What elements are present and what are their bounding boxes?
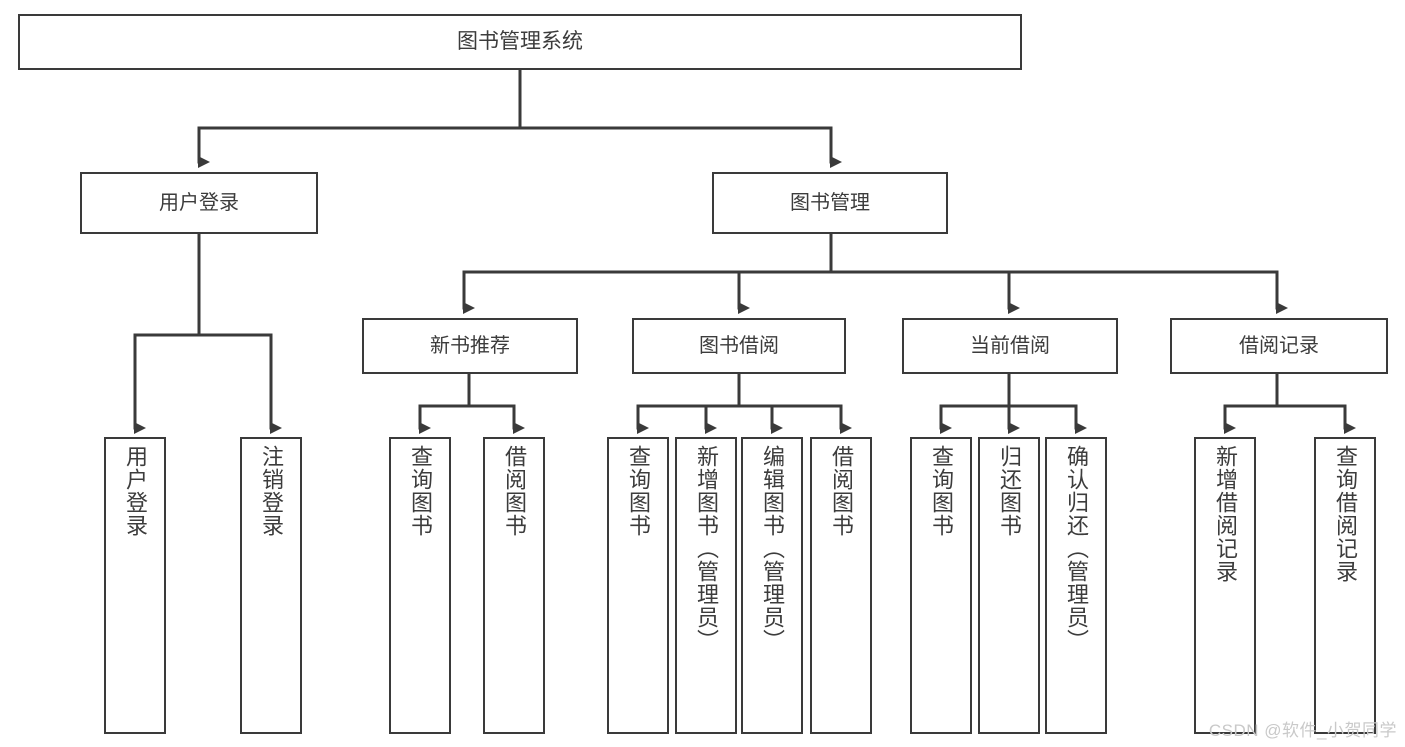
node-leaf-user-login[interactable]: 用户登录 (104, 437, 166, 734)
node-leaf-edit-book-label: 编辑图书（管理员） (760, 445, 785, 652)
node-leaf-query-book-rec-label: 查询图书 (408, 445, 433, 537)
node-current-borrow-label: 当前借阅 (970, 334, 1050, 357)
node-leaf-query-book-rec[interactable]: 查询图书 (389, 437, 451, 734)
node-leaf-borrow-book-rec[interactable]: 借阅图书 (483, 437, 545, 734)
node-leaf-add-borrow-record[interactable]: 新增借阅记录 (1194, 437, 1256, 734)
node-leaf-borrow-book-rec-label: 借阅图书 (502, 445, 527, 537)
node-current-borrow[interactable]: 当前借阅 (902, 318, 1118, 374)
node-leaf-confirm-return[interactable]: 确认归还（管理员） (1045, 437, 1107, 734)
node-leaf-confirm-return-label: 确认归还（管理员） (1064, 445, 1089, 652)
node-book-borrow-label: 图书借阅 (699, 334, 779, 357)
node-leaf-return-book[interactable]: 归还图书 (978, 437, 1040, 734)
node-root[interactable]: 图书管理系统 (18, 14, 1022, 70)
node-leaf-logout-label: 注销登录 (259, 445, 284, 537)
node-leaf-return-book-label: 归还图书 (997, 445, 1022, 537)
node-root-label: 图书管理系统 (457, 30, 583, 54)
node-borrow-record[interactable]: 借阅记录 (1170, 318, 1388, 374)
node-new-book-recommend-label: 新书推荐 (430, 334, 510, 357)
node-user-login-label: 用户登录 (159, 191, 239, 214)
node-leaf-query-book-borrow-label: 查询图书 (626, 445, 651, 537)
node-leaf-query-book-current[interactable]: 查询图书 (910, 437, 972, 734)
node-book-borrow[interactable]: 图书借阅 (632, 318, 846, 374)
node-leaf-add-borrow-record-label: 新增借阅记录 (1213, 445, 1238, 583)
node-leaf-add-book-label: 新增图书（管理员） (694, 445, 719, 652)
node-leaf-query-book-current-label: 查询图书 (929, 445, 954, 537)
node-leaf-add-book[interactable]: 新增图书（管理员） (675, 437, 737, 734)
node-leaf-borrow-book[interactable]: 借阅图书 (810, 437, 872, 734)
node-leaf-logout[interactable]: 注销登录 (240, 437, 302, 734)
node-borrow-record-label: 借阅记录 (1239, 334, 1319, 357)
node-leaf-query-borrow-record-label: 查询借阅记录 (1333, 445, 1358, 583)
node-leaf-query-book-borrow[interactable]: 查询图书 (607, 437, 669, 734)
csdn-watermark: CSDN @软件_小贺同学 (1208, 721, 1397, 740)
node-leaf-query-borrow-record[interactable]: 查询借阅记录 (1314, 437, 1376, 734)
node-book-management[interactable]: 图书管理 (712, 172, 948, 234)
node-user-login[interactable]: 用户登录 (80, 172, 318, 234)
node-leaf-borrow-book-label: 借阅图书 (829, 445, 854, 537)
node-book-management-label: 图书管理 (790, 191, 870, 214)
node-new-book-recommend[interactable]: 新书推荐 (362, 318, 578, 374)
node-leaf-edit-book[interactable]: 编辑图书（管理员） (741, 437, 803, 734)
node-leaf-user-login-label: 用户登录 (123, 445, 148, 537)
